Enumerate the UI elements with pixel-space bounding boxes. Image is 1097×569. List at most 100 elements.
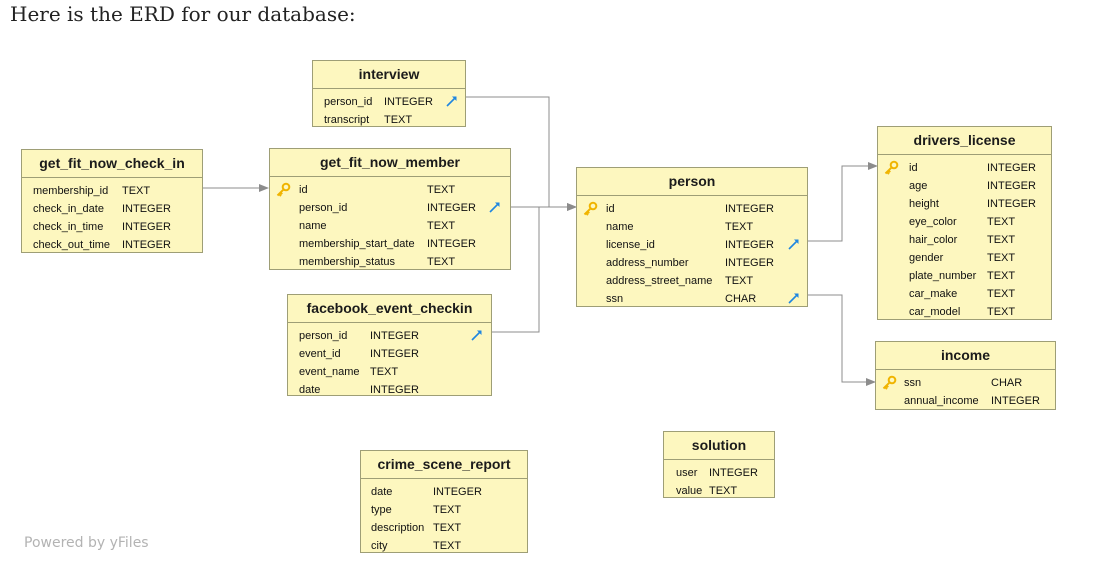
field-type: INTEGER [427, 202, 476, 214]
table-drivers-license[interactable]: drivers_license id INTEGER age INTEGER h… [877, 126, 1052, 320]
field-type: INTEGER [725, 203, 774, 215]
field-type: TEXT [427, 220, 456, 232]
field-row: name TEXT [577, 218, 807, 236]
field-name: date [299, 384, 321, 396]
foreign-key-icon [788, 239, 799, 250]
table-fields: person_id INTEGER event_id INTEGER event… [288, 323, 491, 399]
table-facebook-event-checkin[interactable]: facebook_event_checkin person_id INTEGER… [287, 294, 492, 396]
primary-key-icon [276, 182, 291, 197]
foreign-key-icon [471, 330, 482, 341]
field-type: TEXT [384, 114, 413, 126]
field-name: id [909, 162, 918, 174]
field-row: user INTEGER [664, 464, 774, 482]
field-name: date [371, 486, 393, 498]
field-name: transcript [324, 114, 370, 126]
table-fields: id TEXT person_id INTEGER name TEXT memb… [270, 177, 510, 271]
field-name: event_name [299, 366, 360, 378]
table-title: person [577, 168, 807, 196]
foreign-key-icon [489, 202, 500, 213]
field-row: eye_color TEXT [878, 213, 1051, 231]
primary-key-icon [882, 375, 897, 390]
table-interview[interactable]: interview person_id INTEGER transcript T… [312, 60, 466, 127]
field-type: INTEGER [122, 221, 171, 233]
field-type: INTEGER [370, 384, 419, 396]
foreign-key-icon [788, 293, 799, 304]
field-row: ssn CHAR [577, 290, 807, 308]
field-name: eye_color [909, 216, 957, 228]
table-fields: id INTEGER age INTEGER height INTEGER ey… [878, 155, 1051, 321]
edge-person-to-income [808, 294, 876, 386]
field-row: date INTEGER [361, 483, 527, 501]
field-type: INTEGER [427, 238, 476, 250]
field-row: address_number INTEGER [577, 254, 807, 272]
field-type: TEXT [709, 485, 738, 497]
table-title: interview [313, 61, 465, 89]
table-title: drivers_license [878, 127, 1051, 155]
page-heading: Here is the ERD for our database: [10, 2, 356, 26]
table-get-fit-now-check-in[interactable]: get_fit_now_check_in membership_id TEXT … [21, 149, 203, 253]
table-fields: id INTEGER name TEXT license_id INTEGER … [577, 196, 807, 308]
field-row: id INTEGER [577, 200, 807, 218]
field-type: INTEGER [987, 162, 1036, 174]
field-type: INTEGER [709, 467, 758, 479]
field-name: id [299, 184, 308, 196]
table-get-fit-now-member[interactable]: get_fit_now_member id TEXT person_id INT… [269, 148, 511, 270]
field-name: hair_color [909, 234, 958, 246]
field-type: TEXT [122, 185, 151, 197]
field-row: height INTEGER [878, 195, 1051, 213]
field-name: ssn [606, 293, 624, 305]
table-title: crime_scene_report [361, 451, 527, 479]
field-type: INTEGER [384, 96, 433, 108]
field-name: user [676, 467, 698, 479]
table-title: get_fit_now_member [270, 149, 510, 177]
table-income[interactable]: income ssn CHAR annual_income INTEGER [875, 341, 1056, 410]
field-type: TEXT [725, 221, 754, 233]
field-name: city [371, 540, 388, 552]
field-name: age [909, 180, 928, 192]
field-row: check_out_time INTEGER [22, 236, 202, 254]
field-name: car_make [909, 288, 958, 300]
field-type: CHAR [725, 293, 757, 305]
field-row: plate_number TEXT [878, 267, 1051, 285]
field-row: event_name TEXT [288, 363, 491, 381]
field-name: car_model [909, 306, 961, 318]
field-name: type [371, 504, 392, 516]
field-type: INTEGER [987, 180, 1036, 192]
field-name: name [299, 220, 327, 232]
table-solution[interactable]: solution user INTEGER value TEXT [663, 431, 775, 498]
field-row: event_id INTEGER [288, 345, 491, 363]
table-crime-scene-report[interactable]: crime_scene_report date INTEGER type TEX… [360, 450, 528, 553]
field-row: membership_status TEXT [270, 253, 510, 271]
field-type: TEXT [987, 234, 1016, 246]
field-type: TEXT [725, 275, 754, 287]
field-name: gender [909, 252, 944, 264]
field-row: check_in_date INTEGER [22, 200, 202, 218]
primary-key-icon [884, 160, 899, 175]
field-name: plate_number [909, 270, 977, 282]
field-row: membership_start_date INTEGER [270, 235, 510, 253]
table-person[interactable]: person id INTEGER name TEXT license_id I… [576, 167, 808, 307]
field-type: INTEGER [122, 203, 171, 215]
field-type: TEXT [987, 306, 1016, 318]
field-type: TEXT [427, 184, 456, 196]
field-type: INTEGER [370, 348, 419, 360]
edge-person-to-drivers-license [808, 162, 878, 242]
field-name: address_street_name [606, 275, 713, 287]
field-name: event_id [299, 348, 341, 360]
field-name: membership_id [33, 185, 109, 197]
table-fields: date INTEGER type TEXT description TEXT … [361, 479, 527, 555]
table-fields: membership_id TEXT check_in_date INTEGER… [22, 178, 202, 254]
field-row: city TEXT [361, 537, 527, 555]
field-row: car_model TEXT [878, 303, 1051, 321]
foreign-key-icon [446, 96, 457, 107]
field-row: type TEXT [361, 501, 527, 519]
field-row: id TEXT [270, 181, 510, 199]
field-type: TEXT [433, 522, 462, 534]
field-row: hair_color TEXT [878, 231, 1051, 249]
field-name: height [909, 198, 939, 210]
field-type: INTEGER [991, 395, 1040, 407]
field-name: description [371, 522, 425, 534]
field-row: person_id INTEGER [270, 199, 510, 217]
table-fields: user INTEGER value TEXT [664, 460, 774, 500]
field-type: INTEGER [122, 239, 171, 251]
